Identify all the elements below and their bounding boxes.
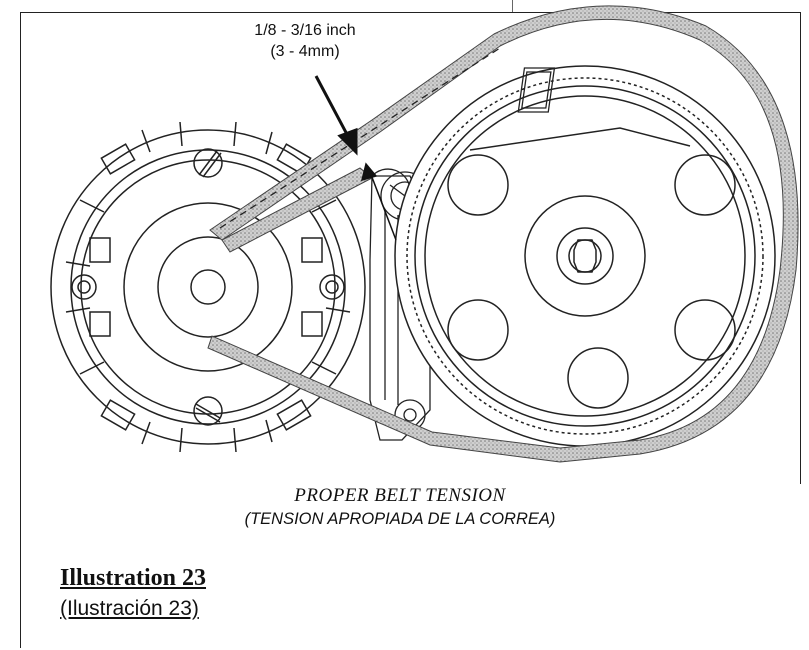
frame-right-border [800, 12, 801, 484]
figure-caption: PROPER BELT TENSION (TENSION APROPIADA D… [140, 484, 660, 530]
deflection-arrow-down [314, 75, 358, 156]
illustration-spanish: (Ilustración 23) [60, 597, 199, 620]
fc-logo [517, 67, 556, 113]
measurement-mm: (3 - 4mm) [270, 43, 340, 60]
caption-english: PROPER BELT TENSION [294, 485, 506, 506]
drive-belt [207, 5, 799, 463]
reference-dashed-line [219, 47, 501, 229]
frame-top-border [20, 12, 801, 13]
illustration-number: Illustration 23 (Ilustración 23) [60, 564, 206, 623]
frame-left-border [20, 12, 21, 648]
driven-pulley [394, 65, 776, 447]
caption-spanish: (TENSION APROPIADA DE LA CORREA) [244, 510, 556, 528]
illustration-english: Illustration 23 [60, 565, 207, 591]
measurement-inches: 1/8 - 3/16 inch [254, 22, 356, 39]
deflection-arrow-up [360, 162, 397, 241]
deflection-measurement: 1/8 - 3/16 inch (3 - 4mm) [210, 20, 400, 62]
frame-tick [512, 0, 513, 12]
